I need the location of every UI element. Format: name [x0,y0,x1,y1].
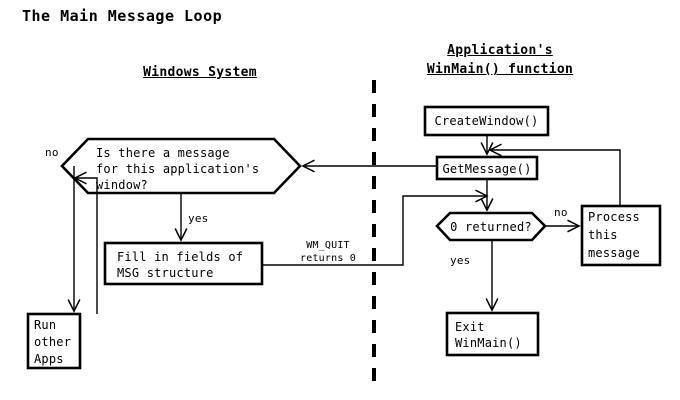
node-create-window-label: CreateWindow() [434,114,539,128]
node-zero-returned-label: 0 returned? [450,220,532,234]
node-run-other-apps-line1: Run [34,318,57,332]
node-fill-in-fields-shape [103,241,264,286]
node-is-there-a-message-line2: for this application's [96,162,260,176]
node-exit-winmain-shape [445,311,540,357]
edge-run-other-apps-to-decision [76,178,98,314]
edge-label-no-right: no [554,206,568,219]
edge-label-yes-left: yes [188,212,209,225]
node-process-this-message-line3: message [588,246,640,260]
node-run-other-apps-line3: Apps [34,352,64,366]
node-is-there-a-message-line1: Is there a message [96,146,230,160]
page-title: The Main Message Loop [22,7,223,25]
node-process-this-message-line1: Process [588,210,640,224]
node-exit-winmain-line2: WinMain() [455,336,522,350]
node-is-there-a-message-line3: window? [96,178,148,192]
node-fill-in-fields-line2: MSG structure [117,266,214,280]
node-process-this-message-shape [580,204,662,267]
edge-label-yes-right: yes [450,254,471,267]
edge-fill-in-fields-to-zero-returned [262,196,486,266]
node-run-other-apps-shape [26,312,82,370]
column-header-winmain-line2: WinMain() function [426,62,574,77]
node-exit-winmain-line1: Exit [455,320,485,334]
node-zero-returned-shape [435,211,547,242]
node-fill-in-fields-line1: Fill in fields of [117,250,244,264]
node-process-this-message-line2: this [588,228,618,242]
node-is-there-a-message-shape [60,137,302,195]
edge-label-wm-quit-line1: WM_QUIT [306,240,350,251]
node-create-window-shape [423,105,550,137]
edge-process-to-get-message [491,150,621,206]
edge-label-no-left: no [45,146,59,159]
node-run-other-apps-line2: other [34,335,72,349]
column-header-winmain-line1: Application's [447,43,553,58]
edge-label-wm-quit-line2: returns 0 [300,253,356,264]
node-get-message-label: GetMessage() [442,162,532,176]
column-header-windows-system: Windows System [143,65,257,80]
